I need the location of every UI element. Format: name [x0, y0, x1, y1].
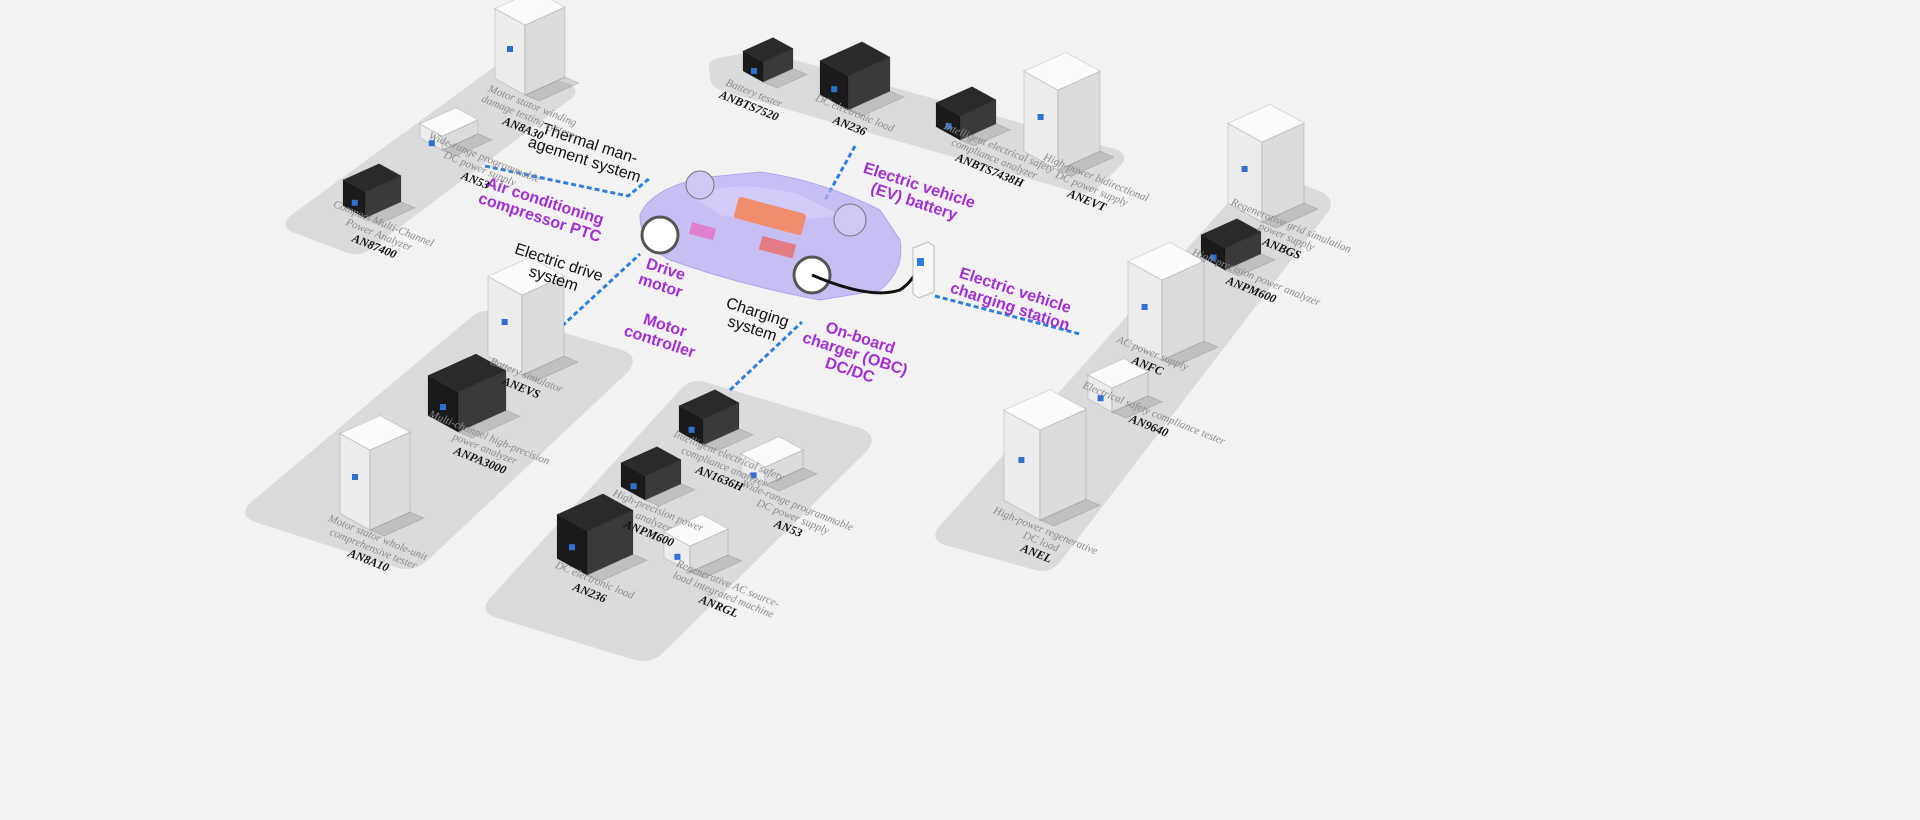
- link-thermal: [484, 164, 651, 198]
- device-anrgl: [662, 514, 744, 579]
- link-charging: [728, 320, 804, 392]
- device-an236: [818, 41, 906, 117]
- electric-car: [639, 170, 922, 301]
- platform-battery: [708, 51, 1125, 194]
- device-anevs: [486, 256, 580, 382]
- device-anbgs: [1226, 103, 1320, 229]
- link-station: [934, 294, 1081, 336]
- device-anpa3000: [426, 353, 522, 439]
- device-an1636h: [677, 389, 755, 452]
- device-an9640: [1086, 358, 1164, 419]
- link-drive: [560, 252, 642, 328]
- device-an53: [739, 436, 819, 492]
- device-an87400: [341, 163, 417, 225]
- device-an8a30: [493, 0, 581, 102]
- charging-station: [912, 241, 935, 299]
- device-anbts7520: [741, 36, 809, 89]
- device-anpm600: [1199, 218, 1277, 277]
- device-anbts7438h: [934, 86, 1012, 147]
- device-anfc: [1126, 241, 1220, 367]
- device-an53: [418, 107, 494, 157]
- device-anel: [1002, 388, 1102, 527]
- device-an236: [555, 493, 649, 582]
- device-anpm600: [619, 446, 697, 507]
- device-anevt: [1022, 51, 1116, 177]
- device-an8a10: [338, 414, 426, 537]
